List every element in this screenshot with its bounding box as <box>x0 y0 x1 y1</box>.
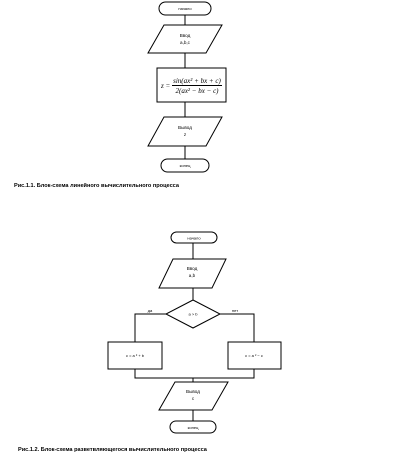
start-label: начало <box>178 6 192 11</box>
no-branch-line <box>220 313 255 342</box>
input-label-line2: a,b <box>189 273 196 278</box>
no-label: нет <box>232 308 238 313</box>
end-terminator <box>160 158 210 173</box>
no-process-block <box>227 341 282 370</box>
output-label-line1: Вывод <box>178 125 192 130</box>
output-label-line2: c <box>192 396 195 401</box>
input-parallelogram <box>158 258 227 289</box>
input-label-line1: Ввод <box>180 33 191 38</box>
condition-label: a > b <box>188 312 198 317</box>
end-label: конец <box>188 425 199 430</box>
output-label-line1: Вывод <box>186 389 200 394</box>
input-label-line2: a,b,c <box>180 40 191 45</box>
figure-caption: Рис.1.1. Блок-схема линейного вычислител… <box>14 182 180 189</box>
no-process-label: c = a ² − c <box>245 353 263 358</box>
output-parallelogram <box>147 116 223 147</box>
flowchart-linear: начало Ввод a,b,c z = sin(ax² + bx + c) … <box>14 1 227 189</box>
output-label-line2: z <box>184 132 187 137</box>
flowchart-branching: начало Ввод a,b a > b да нет c = a ² + b… <box>18 231 282 453</box>
yes-label: да <box>148 308 153 313</box>
start-terminator <box>170 231 218 244</box>
output-parallelogram <box>158 381 229 411</box>
input-parallelogram <box>147 24 223 54</box>
yes-process-label: c = a ² + b <box>126 353 145 358</box>
yes-process-block <box>107 341 163 370</box>
yes-branch-line <box>134 313 166 342</box>
figure-caption: Рис.1.2. Блок-схема разветвляющегося выч… <box>18 447 208 453</box>
formula-lhs: z = <box>160 82 170 90</box>
input-label-line1: Ввод <box>187 266 198 271</box>
end-label: конец <box>180 163 191 168</box>
condition-diamond <box>164 299 222 329</box>
formula-denominator: 2(ax² − bx − c) <box>175 87 219 95</box>
yes-merge-line <box>134 369 193 379</box>
no-merge-line <box>193 369 255 379</box>
start-terminator <box>158 1 212 16</box>
end-terminator <box>169 420 217 434</box>
start-label: начало <box>187 236 201 241</box>
formula-numerator: sin(ax² + bx + c) <box>173 77 221 85</box>
